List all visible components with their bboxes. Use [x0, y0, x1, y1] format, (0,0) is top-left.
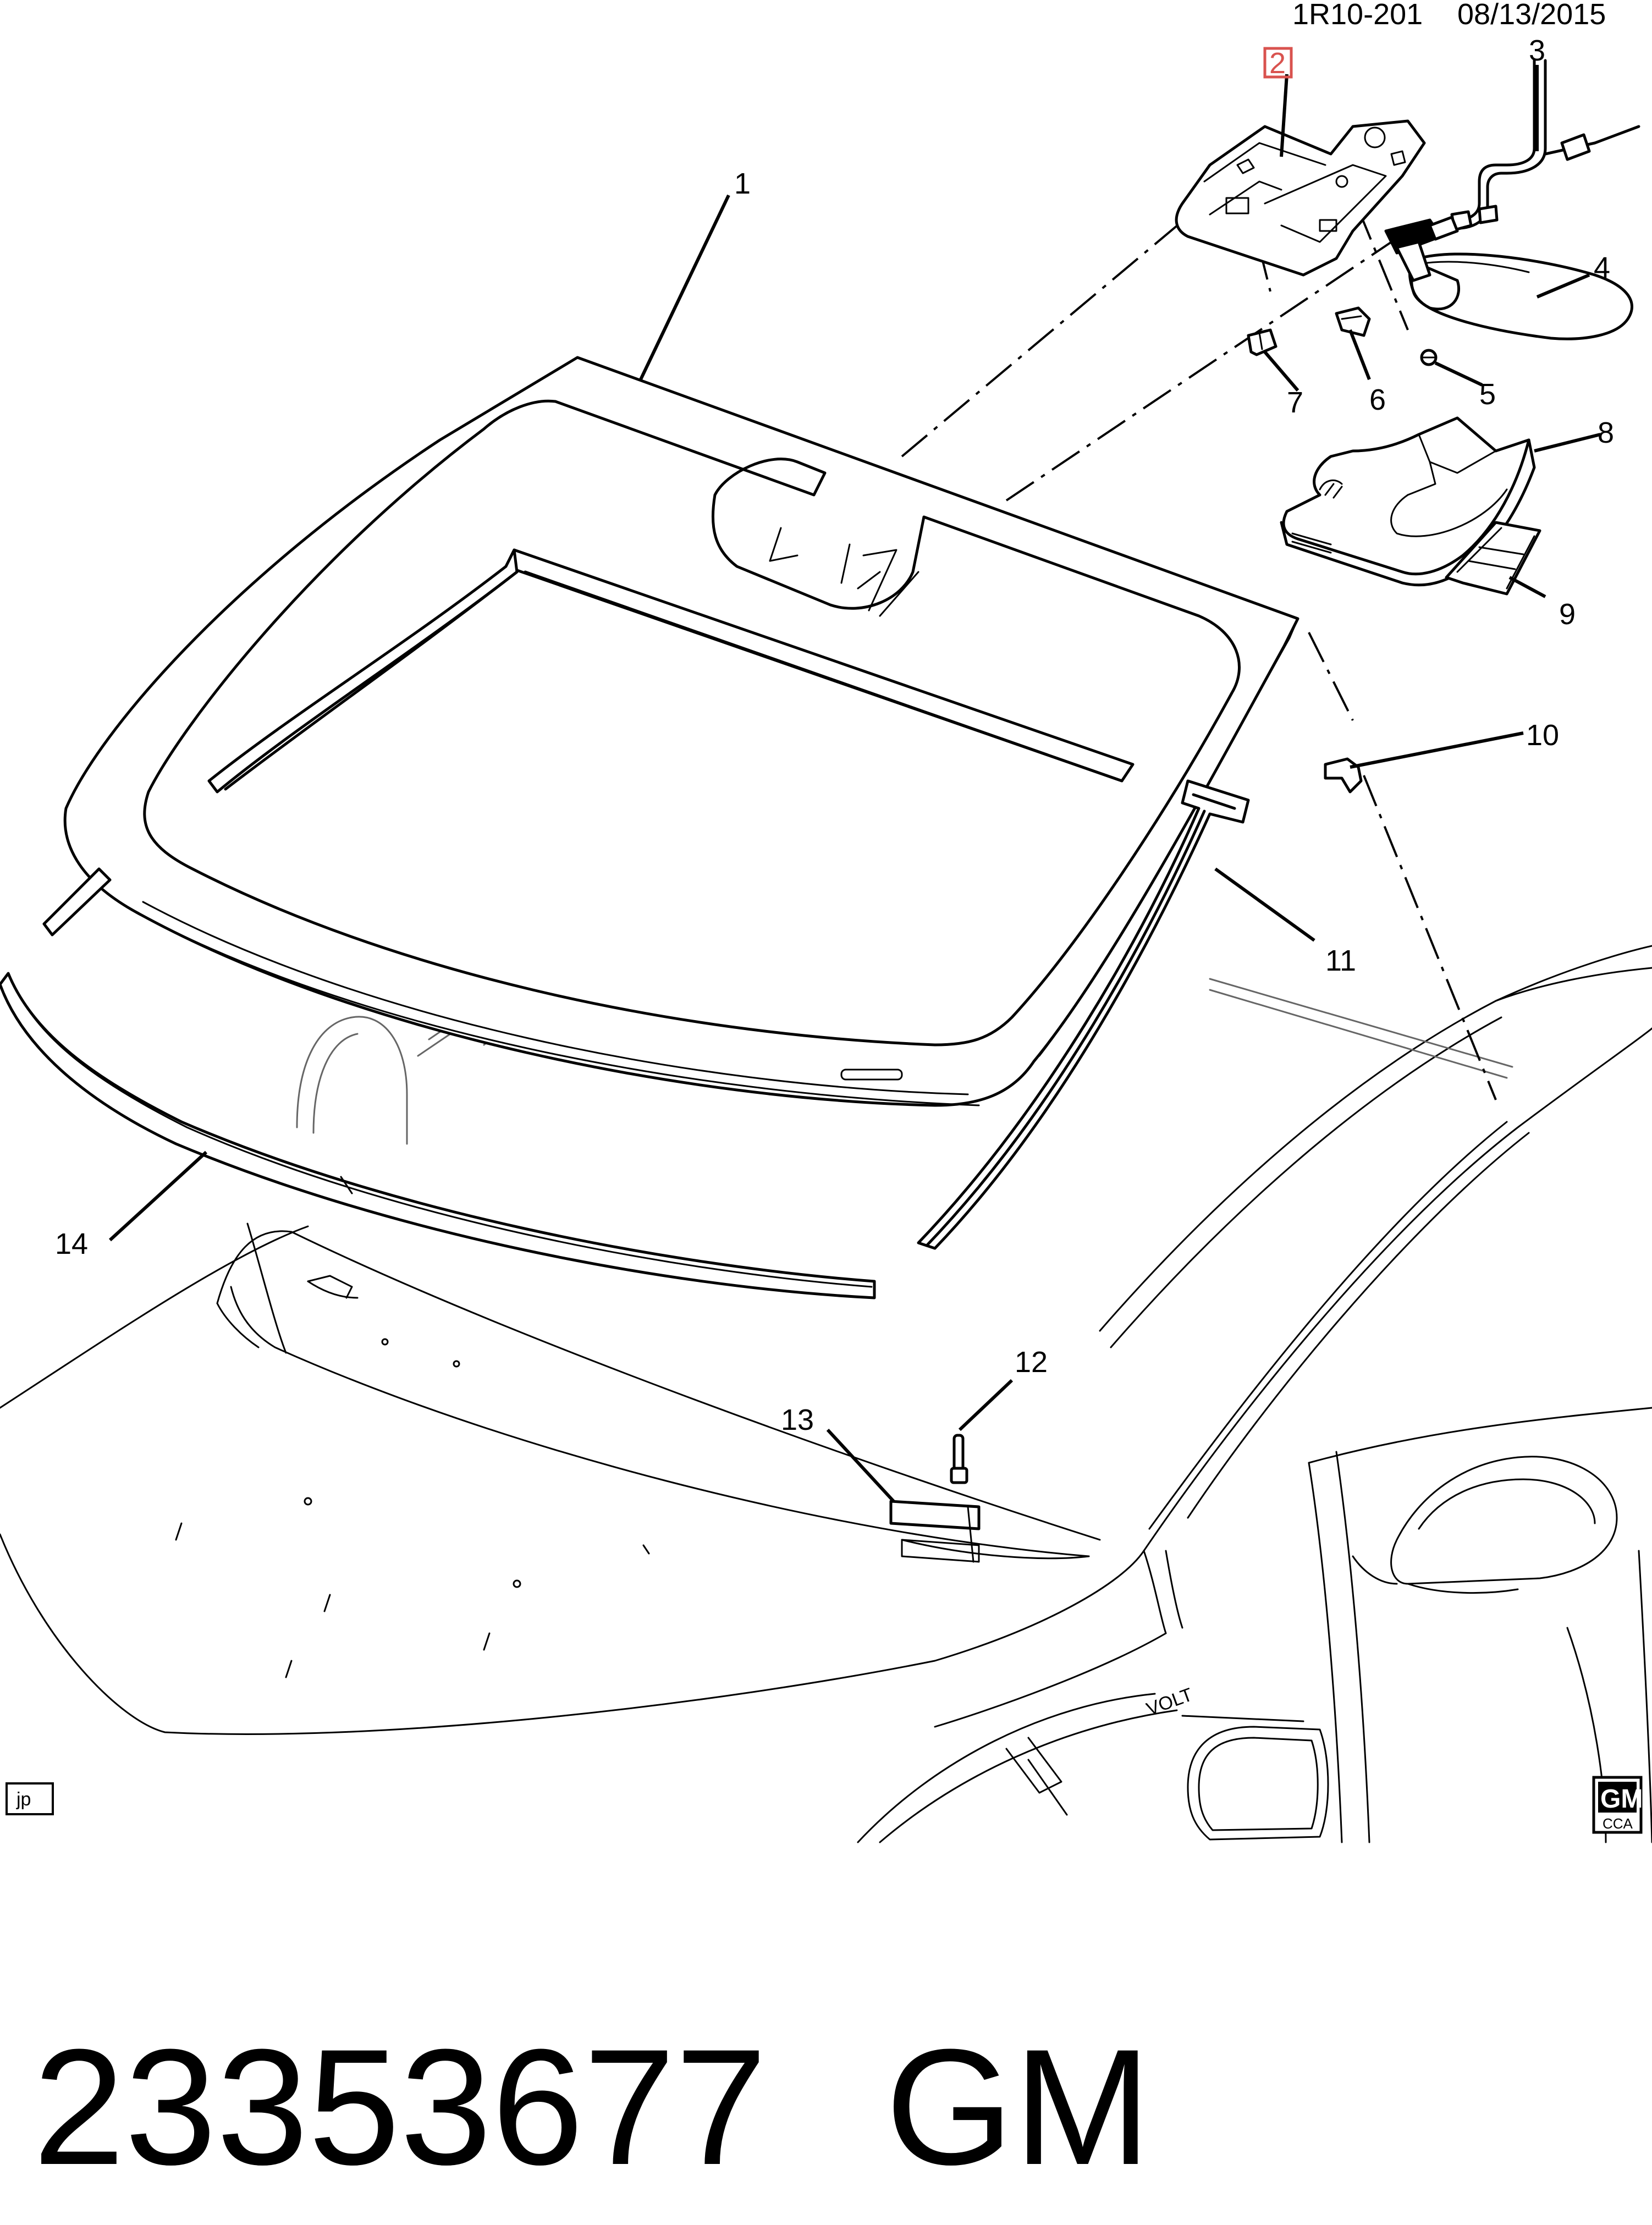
callout-13: 13 [781, 1403, 814, 1436]
part-number: 23353677 [33, 2014, 767, 2199]
small-fasteners [1247, 306, 1438, 794]
gm-logo-text: GM [1600, 1785, 1643, 1814]
callout-4: 4 [1594, 251, 1610, 284]
wiring-harness [1450, 59, 1640, 232]
leader-lines [108, 65, 1601, 1503]
callout-11: 11 [1325, 944, 1356, 977]
callout-9: 9 [1559, 598, 1576, 631]
side-molding [42, 779, 1250, 1250]
windshield-glass [63, 356, 1299, 1107]
callout-1: 1 [734, 167, 751, 200]
jp-badge-text: jp [16, 1789, 31, 1810]
diagram-date: 08/13/2015 [1457, 0, 1606, 31]
callout-3: 3 [1529, 34, 1545, 67]
rearview-mirror [1384, 216, 1633, 340]
upper-reveal-molding [207, 548, 1135, 794]
fender-badge: VOLT [1144, 1684, 1196, 1720]
assembly-lines [901, 169, 1497, 1100]
diagram-code: 1R10-201 [1292, 0, 1423, 31]
callout-labels: 1 2 3 4 5 6 7 8 9 10 11 12 13 14 [55, 34, 1614, 1436]
gm-logo-icon: GM CCA [1592, 1776, 1643, 1834]
callout-2-highlight [1263, 47, 1293, 79]
callout-10: 10 [1526, 719, 1559, 752]
callout-2: 2 [1269, 47, 1286, 80]
callout-14: 14 [55, 1227, 88, 1260]
gm-logo-subtext: CCA [1603, 1815, 1633, 1832]
callout-6: 6 [1369, 383, 1386, 416]
stud-and-bracket [889, 1434, 981, 1563]
mirror-bracket [1175, 119, 1426, 277]
brand-name: GM [885, 2014, 1151, 2199]
callout-8: 8 [1598, 416, 1614, 449]
callout-5: 5 [1479, 378, 1496, 411]
callout-12: 12 [1015, 1346, 1048, 1379]
lower-molding [0, 972, 876, 1299]
callout-7: 7 [1287, 386, 1303, 419]
jp-badge: jp [5, 1782, 54, 1815]
